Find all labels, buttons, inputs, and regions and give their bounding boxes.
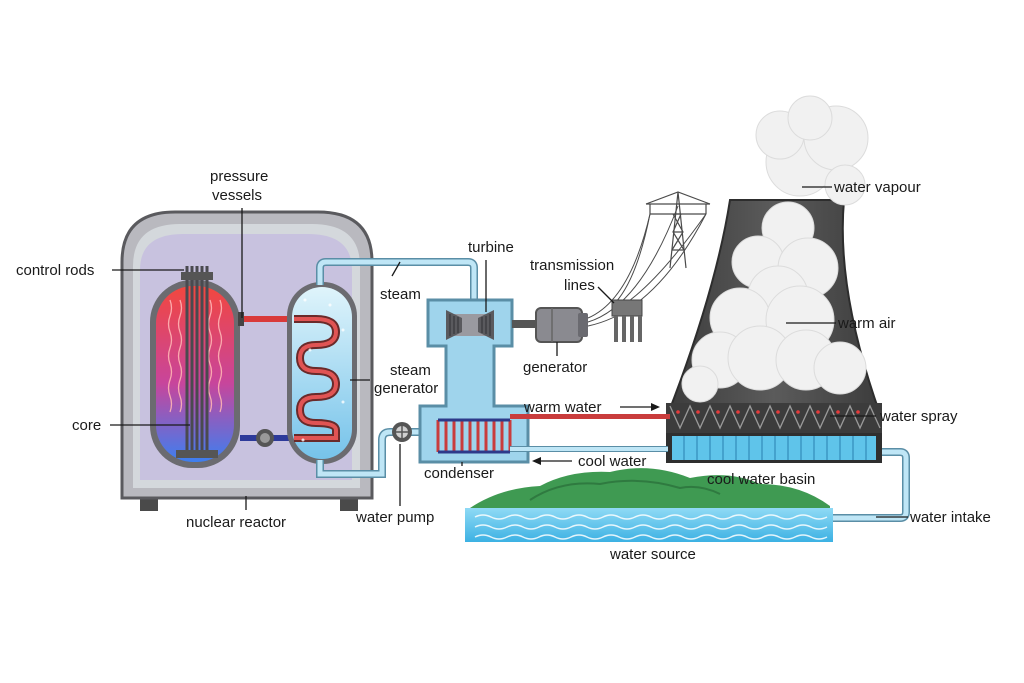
- label-pressure-vessels: vessels: [212, 187, 262, 204]
- steam-generator: [287, 282, 357, 464]
- leader-lines: [110, 186, 908, 518]
- transformer-icon: [611, 299, 643, 342]
- generator-icon: [535, 307, 588, 343]
- label-water-spray: water spray: [879, 408, 958, 425]
- cool-water-pipe: [510, 447, 668, 451]
- cool-water-basin: [666, 433, 882, 463]
- water-pump-icon: [392, 422, 412, 442]
- reactor-core-vessel: [150, 266, 240, 468]
- control-rods: [185, 266, 209, 450]
- label-water-vapour: water vapour: [833, 179, 921, 196]
- label-warm-water: warm water: [523, 399, 602, 416]
- label-transmission-lines: lines: [564, 277, 595, 294]
- warm-water-pipe: [510, 414, 670, 419]
- label-steam-generator: generator: [374, 380, 438, 397]
- label-water-pump: water pump: [355, 509, 434, 526]
- label-control-rods: control rods: [16, 262, 94, 279]
- label-warm-air: warm air: [837, 315, 896, 332]
- condenser-coil: [436, 418, 512, 454]
- water-spray-zone: [666, 403, 882, 433]
- label-cool-water-basin: cool water basin: [707, 471, 815, 488]
- hot-coolant-pipe: [240, 316, 294, 322]
- water-source: [465, 508, 833, 542]
- label-water-source: water source: [609, 546, 696, 563]
- label-cool-water: cool water: [578, 453, 646, 470]
- reactor-pump-icon: [256, 429, 274, 447]
- label-nuclear-reactor: nuclear reactor: [186, 514, 286, 531]
- label-core: core: [72, 417, 101, 434]
- label-steam-generator: steam: [390, 362, 431, 379]
- label-steam: steam: [380, 286, 421, 303]
- water-intake-pipe: [832, 449, 909, 521]
- turbine-icon: [446, 310, 494, 340]
- label-water-intake: water intake: [909, 509, 991, 526]
- label-turbine: turbine: [468, 239, 514, 256]
- label-condenser: condenser: [424, 465, 494, 482]
- transmission-tower-icon: [645, 191, 711, 269]
- flow-arrows: [532, 403, 660, 465]
- label-generator: generator: [523, 359, 587, 376]
- label-pressure-vessels: pressure: [210, 168, 268, 185]
- hill: [470, 468, 830, 512]
- steam-cloud: [681, 95, 869, 403]
- labels: pressure vessels control rods core nucle…: [16, 168, 991, 563]
- label-transmission-lines: transmission: [530, 257, 614, 274]
- steam-pipe: [317, 259, 477, 304]
- feedwater-pipe: [317, 429, 428, 477]
- turbine-condenser-unit: [418, 298, 530, 464]
